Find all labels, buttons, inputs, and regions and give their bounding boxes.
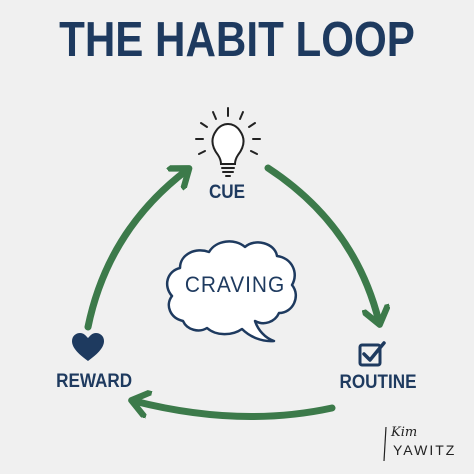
craving-label: CRAVING: [184, 272, 286, 297]
arrow-reward-to-cue: [84, 170, 187, 331]
page-title: THE HABIT LOOP: [59, 13, 415, 67]
heart-icon: [72, 333, 104, 361]
checkbox-icon: [358, 341, 386, 367]
arrow-cue-to-routine: [264, 164, 379, 322]
author-signature: Kim YAWITZ: [383, 425, 463, 467]
signature-name: YAWITZ: [393, 442, 457, 458]
cue-label: CUE: [208, 182, 246, 203]
signature-script: Kim: [391, 425, 418, 440]
speech-bubble-icon: [165, 240, 297, 343]
routine-label: ROUTINE: [339, 372, 417, 393]
reward-label: REWARD: [56, 371, 133, 392]
signature-stroke: [383, 426, 387, 462]
arrow-routine-to-reward: [134, 401, 336, 420]
lightbulb-icon: [195, 107, 261, 177]
